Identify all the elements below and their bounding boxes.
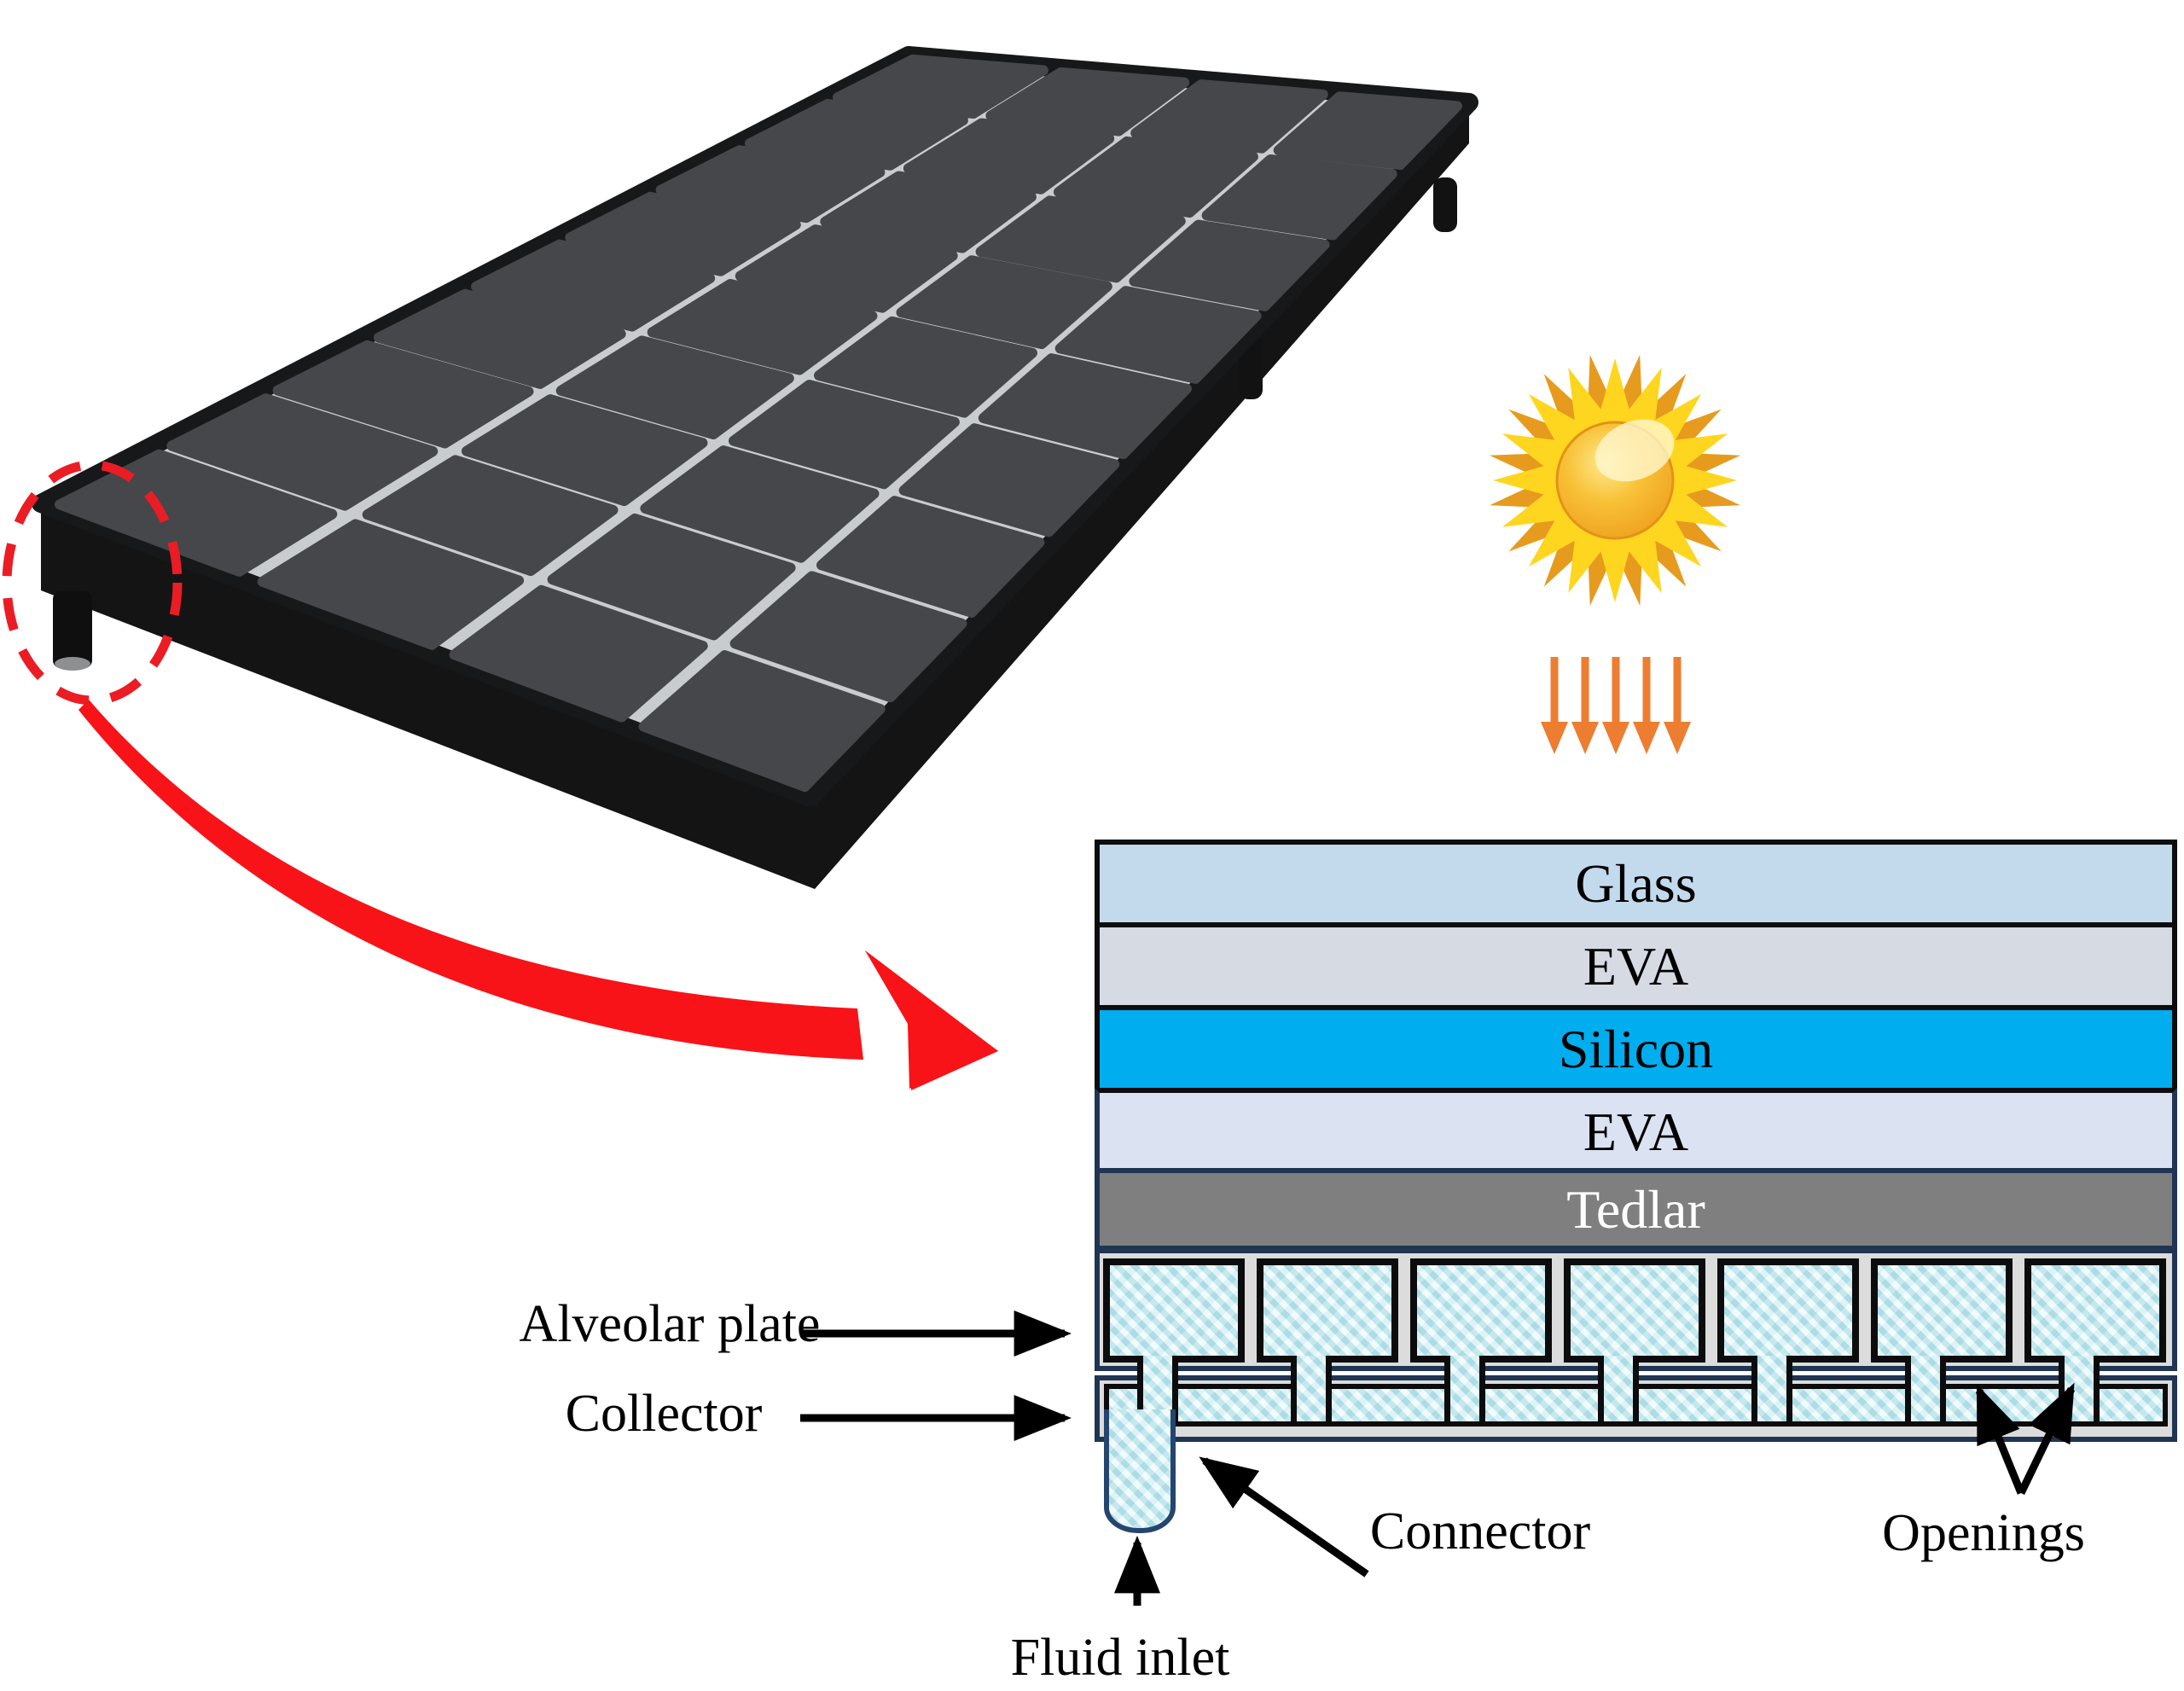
layer-silicon-label: Silicon [1558, 1019, 1714, 1079]
connector-label: Connector [1369, 1502, 1591, 1560]
alveolar-channel [1871, 1258, 2013, 1363]
opening [1598, 1356, 1639, 1421]
opening [1291, 1356, 1332, 1421]
alveolar-channel [1103, 1258, 1245, 1363]
layer-eva-top: EVA [1095, 922, 2177, 1010]
panel-leg-icon [53, 177, 1457, 671]
layer-eva-bottom: EVA [1095, 1088, 2177, 1176]
irradiance-arrows-icon [1541, 657, 1691, 754]
openings-label: Openings [1882, 1504, 2085, 1562]
alveolar-channel [1717, 1258, 1859, 1363]
alveolar-channel [1257, 1258, 1398, 1363]
layer-eva-bottom-label: EVA [1583, 1101, 1689, 1162]
sun-icon [1489, 354, 1741, 607]
alveolar-plate-label: Alveolar plate [519, 1295, 821, 1353]
opening [1905, 1356, 1946, 1421]
red-zoom-arrow-icon [78, 700, 998, 1090]
alveolar-channel [1564, 1258, 1705, 1363]
layer-silicon: Silicon [1095, 1005, 2177, 1093]
opening [1751, 1356, 1792, 1421]
panel-frame-skirt [41, 102, 1469, 889]
fluid-inlet-tube [1104, 1409, 1176, 1533]
layer-glass: Glass [1095, 840, 2177, 927]
fluid-inlet-label: Fluid inlet [1010, 1629, 1230, 1687]
connector-arrow [1199, 1456, 1369, 1578]
panel-cell-grid [55, 54, 1462, 793]
opening [2059, 1356, 2100, 1421]
highlight-ellipse-icon [2, 460, 183, 706]
alveolar-channel [2024, 1258, 2166, 1363]
layer-tedlar: Tedlar [1095, 1168, 2177, 1251]
panel-surface [32, 46, 1478, 807]
solar-panel-photo [32, 46, 1478, 889]
alveolar-channel [1410, 1258, 1552, 1363]
layer-eva-top-label: EVA [1583, 936, 1689, 997]
opening [1444, 1356, 1485, 1421]
layer-glass-label: Glass [1575, 853, 1697, 914]
collector-label: Collector [565, 1385, 763, 1443]
layer-tedlar-label: Tedlar [1566, 1179, 1705, 1240]
